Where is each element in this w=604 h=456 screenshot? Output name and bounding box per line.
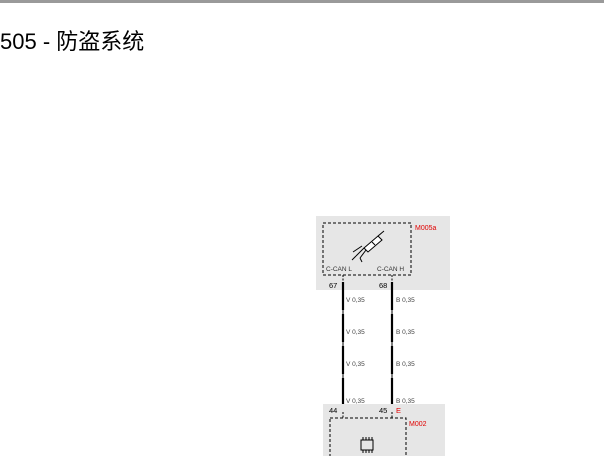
- pin-mark: E: [396, 406, 401, 415]
- page-title: 505 - 防盗系统: [0, 29, 145, 54]
- pin-label-can-low: C-CAN L: [326, 266, 352, 273]
- module-m005a-id: M005a: [415, 225, 437, 232]
- module-m005a-background: [316, 216, 450, 290]
- pin-number-45: 45: [379, 406, 387, 415]
- pin-number-44: 44: [329, 406, 337, 415]
- wire-label: B 0,35: [396, 398, 415, 405]
- top-divider: [0, 0, 604, 3]
- pin-number-68: 68: [379, 281, 387, 290]
- injector-icon: [351, 230, 385, 263]
- wire-label: V 0,35: [346, 329, 365, 336]
- module-m002-outline[interactable]: [329, 417, 407, 456]
- wire-label: B 0,35: [396, 361, 415, 368]
- pin-label-can-high: C-CAN H: [377, 266, 404, 273]
- wire-label: V 0,35: [346, 361, 365, 368]
- ecu-chip-icon: [360, 437, 374, 453]
- wire-label: V 0,35: [346, 398, 365, 405]
- module-m002-id: M002: [409, 421, 427, 428]
- wire-label: B 0,35: [396, 329, 415, 336]
- wire-label: V 0,35: [346, 297, 365, 304]
- wire-label: B 0,35: [396, 297, 415, 304]
- pin-number-67: 67: [329, 281, 337, 290]
